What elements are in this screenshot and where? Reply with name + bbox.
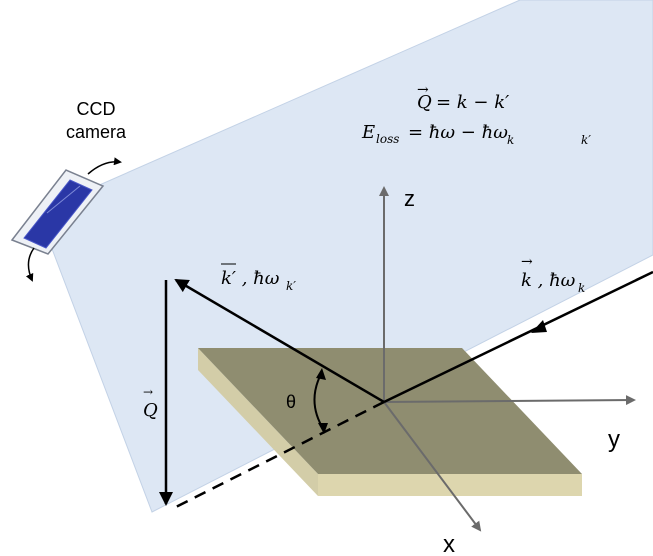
energy-rhs: = ħω − ħω <box>408 122 508 143</box>
ccd-camera <box>10 157 122 282</box>
incident-beam <box>383 270 653 404</box>
y-axis-label: y <box>608 426 620 453</box>
energy-sub-kprime: k′ <box>581 133 591 147</box>
transfer-label-text: Q <box>143 400 158 421</box>
theta-label: θ <box>286 392 296 412</box>
scattered-label-sub: k′ <box>286 279 296 293</box>
incident-label-text: k , ħω <box>521 270 576 291</box>
sample-slab <box>198 348 582 496</box>
camera-rotate-arrow-up <box>87 157 122 175</box>
energy-equation: E loss = ħω − ħω k k′ <box>361 122 591 147</box>
momentum-transfer-label: → Q <box>143 385 158 421</box>
y-axis <box>383 395 636 406</box>
sample-side-left <box>198 348 318 496</box>
theta-arc-arrow-bottom <box>318 423 328 434</box>
energy-sub-k: k <box>507 133 514 147</box>
energy-sub: loss <box>376 132 399 146</box>
x-axis-label: x <box>443 531 455 556</box>
scattered-label-text: k′ , ħω <box>221 268 280 289</box>
z-axis-label: z <box>404 186 415 211</box>
momentum-equation: → Q = k − k′ <box>417 82 509 113</box>
svg-text:→: → <box>521 254 533 270</box>
energy-lhs: E <box>361 122 375 143</box>
camera-sensor <box>23 179 93 249</box>
scattered-beam <box>174 278 385 404</box>
x-axis <box>383 401 482 532</box>
theta-arc-arrow-top <box>316 368 326 380</box>
momentum-rhs: = k − k′ <box>436 92 509 113</box>
incident-beam-label: → k , ħω k <box>521 254 585 295</box>
sample-side-front <box>318 474 582 496</box>
camera-rotate-arrow-down <box>25 247 35 282</box>
svg-text:→: → <box>143 385 153 399</box>
momentum-arrow: → <box>417 82 429 98</box>
camera-label-line2: camera <box>66 122 127 142</box>
incident-label-sub: k <box>578 281 585 295</box>
scattering-plane <box>37 0 653 513</box>
momentum-lhs: Q <box>417 92 432 113</box>
incident-beam-arrowhead <box>531 320 547 333</box>
camera-label-line1: CCD <box>77 99 116 119</box>
scattered-beam-label: k′ , ħω k′ <box>221 263 296 293</box>
